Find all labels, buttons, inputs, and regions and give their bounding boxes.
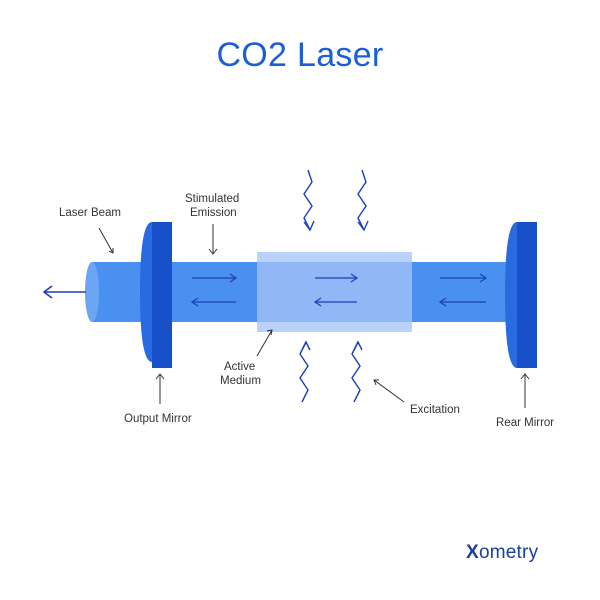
active-medium-box: [257, 252, 412, 332]
diagram-title: CO2 Laser: [216, 36, 384, 74]
internal-arrows-right: [192, 273, 488, 283]
label-stimulated-emission-1: Stimulated: [185, 193, 239, 205]
label-laser-beam: Laser Beam: [59, 207, 121, 219]
beam-exit-arrow: [42, 285, 86, 299]
excitation-zigzag-bottom: [299, 340, 363, 403]
label-active-medium-1: Active: [224, 361, 255, 373]
label-excitation: Excitation: [410, 404, 460, 416]
internal-arrows-left: [190, 297, 486, 307]
active-medium-pointer: [256, 329, 273, 357]
label-stimulated-emission-2: Emission: [190, 207, 237, 219]
label-output-mirror: Output Mirror: [124, 413, 192, 425]
label-rear-mirror: Rear Mirror: [496, 417, 554, 429]
pointer-lines: [98, 224, 530, 408]
brand-logo: X ometry: [466, 542, 539, 563]
brand-logo-letter: X: [466, 542, 479, 563]
output-mirror: [140, 222, 172, 368]
brand-name-rest: ometry: [479, 542, 539, 563]
label-active-medium-2: Medium: [220, 375, 261, 387]
laser-beam-pointer: [98, 227, 114, 254]
excitation-pointer: [373, 379, 405, 403]
rear-mirror: [505, 222, 537, 368]
excitation-zigzag-top: [303, 169, 369, 232]
